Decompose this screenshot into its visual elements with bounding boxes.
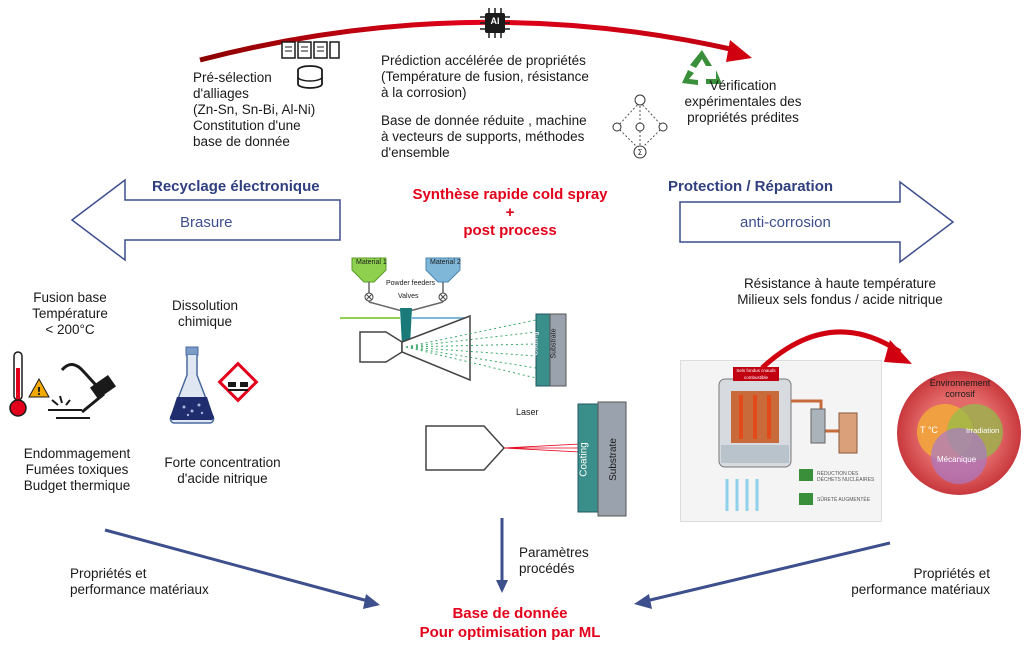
valves-label: Valves [398, 293, 419, 300]
brasure-arrow [70, 178, 341, 262]
venn-label-mecanique: Mécanique [937, 455, 977, 464]
venn-label-temperature: T °C [920, 425, 938, 435]
right-properties-text: Propriétés et performance matériaux [851, 566, 990, 597]
protection-title: Protection / Réparation [668, 178, 834, 195]
reactor-note-waste: RÉDUCTION DES DÉCHETS NUCLÉAIRES [817, 471, 875, 483]
database-title: Base de donnée Pour optimisation par ML [419, 605, 601, 641]
anti-corrosion-label: anti-corrosion [740, 214, 831, 231]
flask-icon [169, 346, 215, 424]
recycle-icon [682, 50, 722, 85]
damage-text: Endommagement Fumées toxiques Budget the… [23, 446, 131, 493]
ensemble-tree-icon: Σ [612, 94, 668, 159]
laser-label: Laser [516, 407, 539, 417]
verification-text: Vérification expérimentales des propriét… [684, 78, 802, 125]
reactor-schematic: Sels fondus chauds combustible RÉDUCTION… [680, 360, 882, 522]
prediction-text: Prédiction accélérée de propriétés (Temp… [381, 53, 589, 100]
brasure-label: Brasure [180, 214, 233, 231]
ai-chip-icon: AI [480, 8, 510, 38]
warning-icon: ! [28, 377, 50, 398]
recycling-title: Recyclage électronique [152, 178, 320, 195]
anti-corrosion-arrow [679, 180, 955, 264]
resistance-text: Résistance à haute température Milieux s… [737, 276, 943, 307]
venn-title: Environnement corrosif [929, 378, 991, 399]
params-arrow [496, 518, 508, 593]
acid-text: Forte concentration d'acide nitrique [164, 455, 281, 486]
fusion-text: Fusion base Température < 200°C [32, 290, 108, 337]
ml-methods-text: Base de donnée réduite , machine à vecte… [381, 113, 587, 160]
documents-database-icon [280, 40, 340, 92]
thermometer-icon [9, 351, 27, 417]
cold-spray-schematic [340, 257, 567, 387]
soldering-icon [48, 363, 117, 419]
reactor-note-safety: SÛRETÉ AUGMENTÉE [817, 497, 871, 503]
powder-feeders-label: Powder feeders [386, 280, 436, 287]
venn-label-irradiation: Irradiation [966, 426, 1000, 435]
material2-label: Material 2 [430, 259, 461, 266]
svg-text:!: ! [36, 385, 41, 398]
corrosive-hazard-icon [217, 361, 259, 403]
laser-schematic [425, 401, 627, 517]
left-properties-text: Propriétés et performance matériaux [70, 566, 209, 597]
venn-diagram [897, 371, 1021, 495]
svg-text:Σ: Σ [637, 148, 642, 157]
preselection-text: Pré-sélection d'alliages (Zn-Sn, Sn-Bi, … [193, 70, 316, 149]
ai-chip-label: AI [490, 16, 500, 26]
material1-label: Material 1 [356, 259, 387, 266]
reactor-label-box: Sels fondus chauds combustible [733, 367, 779, 381]
synthesis-title: Synthèse rapide cold spray + post proces… [412, 186, 608, 239]
dissolution-text: Dissolution chimique [171, 298, 239, 329]
params-text: Paramètres procédés [519, 545, 589, 576]
